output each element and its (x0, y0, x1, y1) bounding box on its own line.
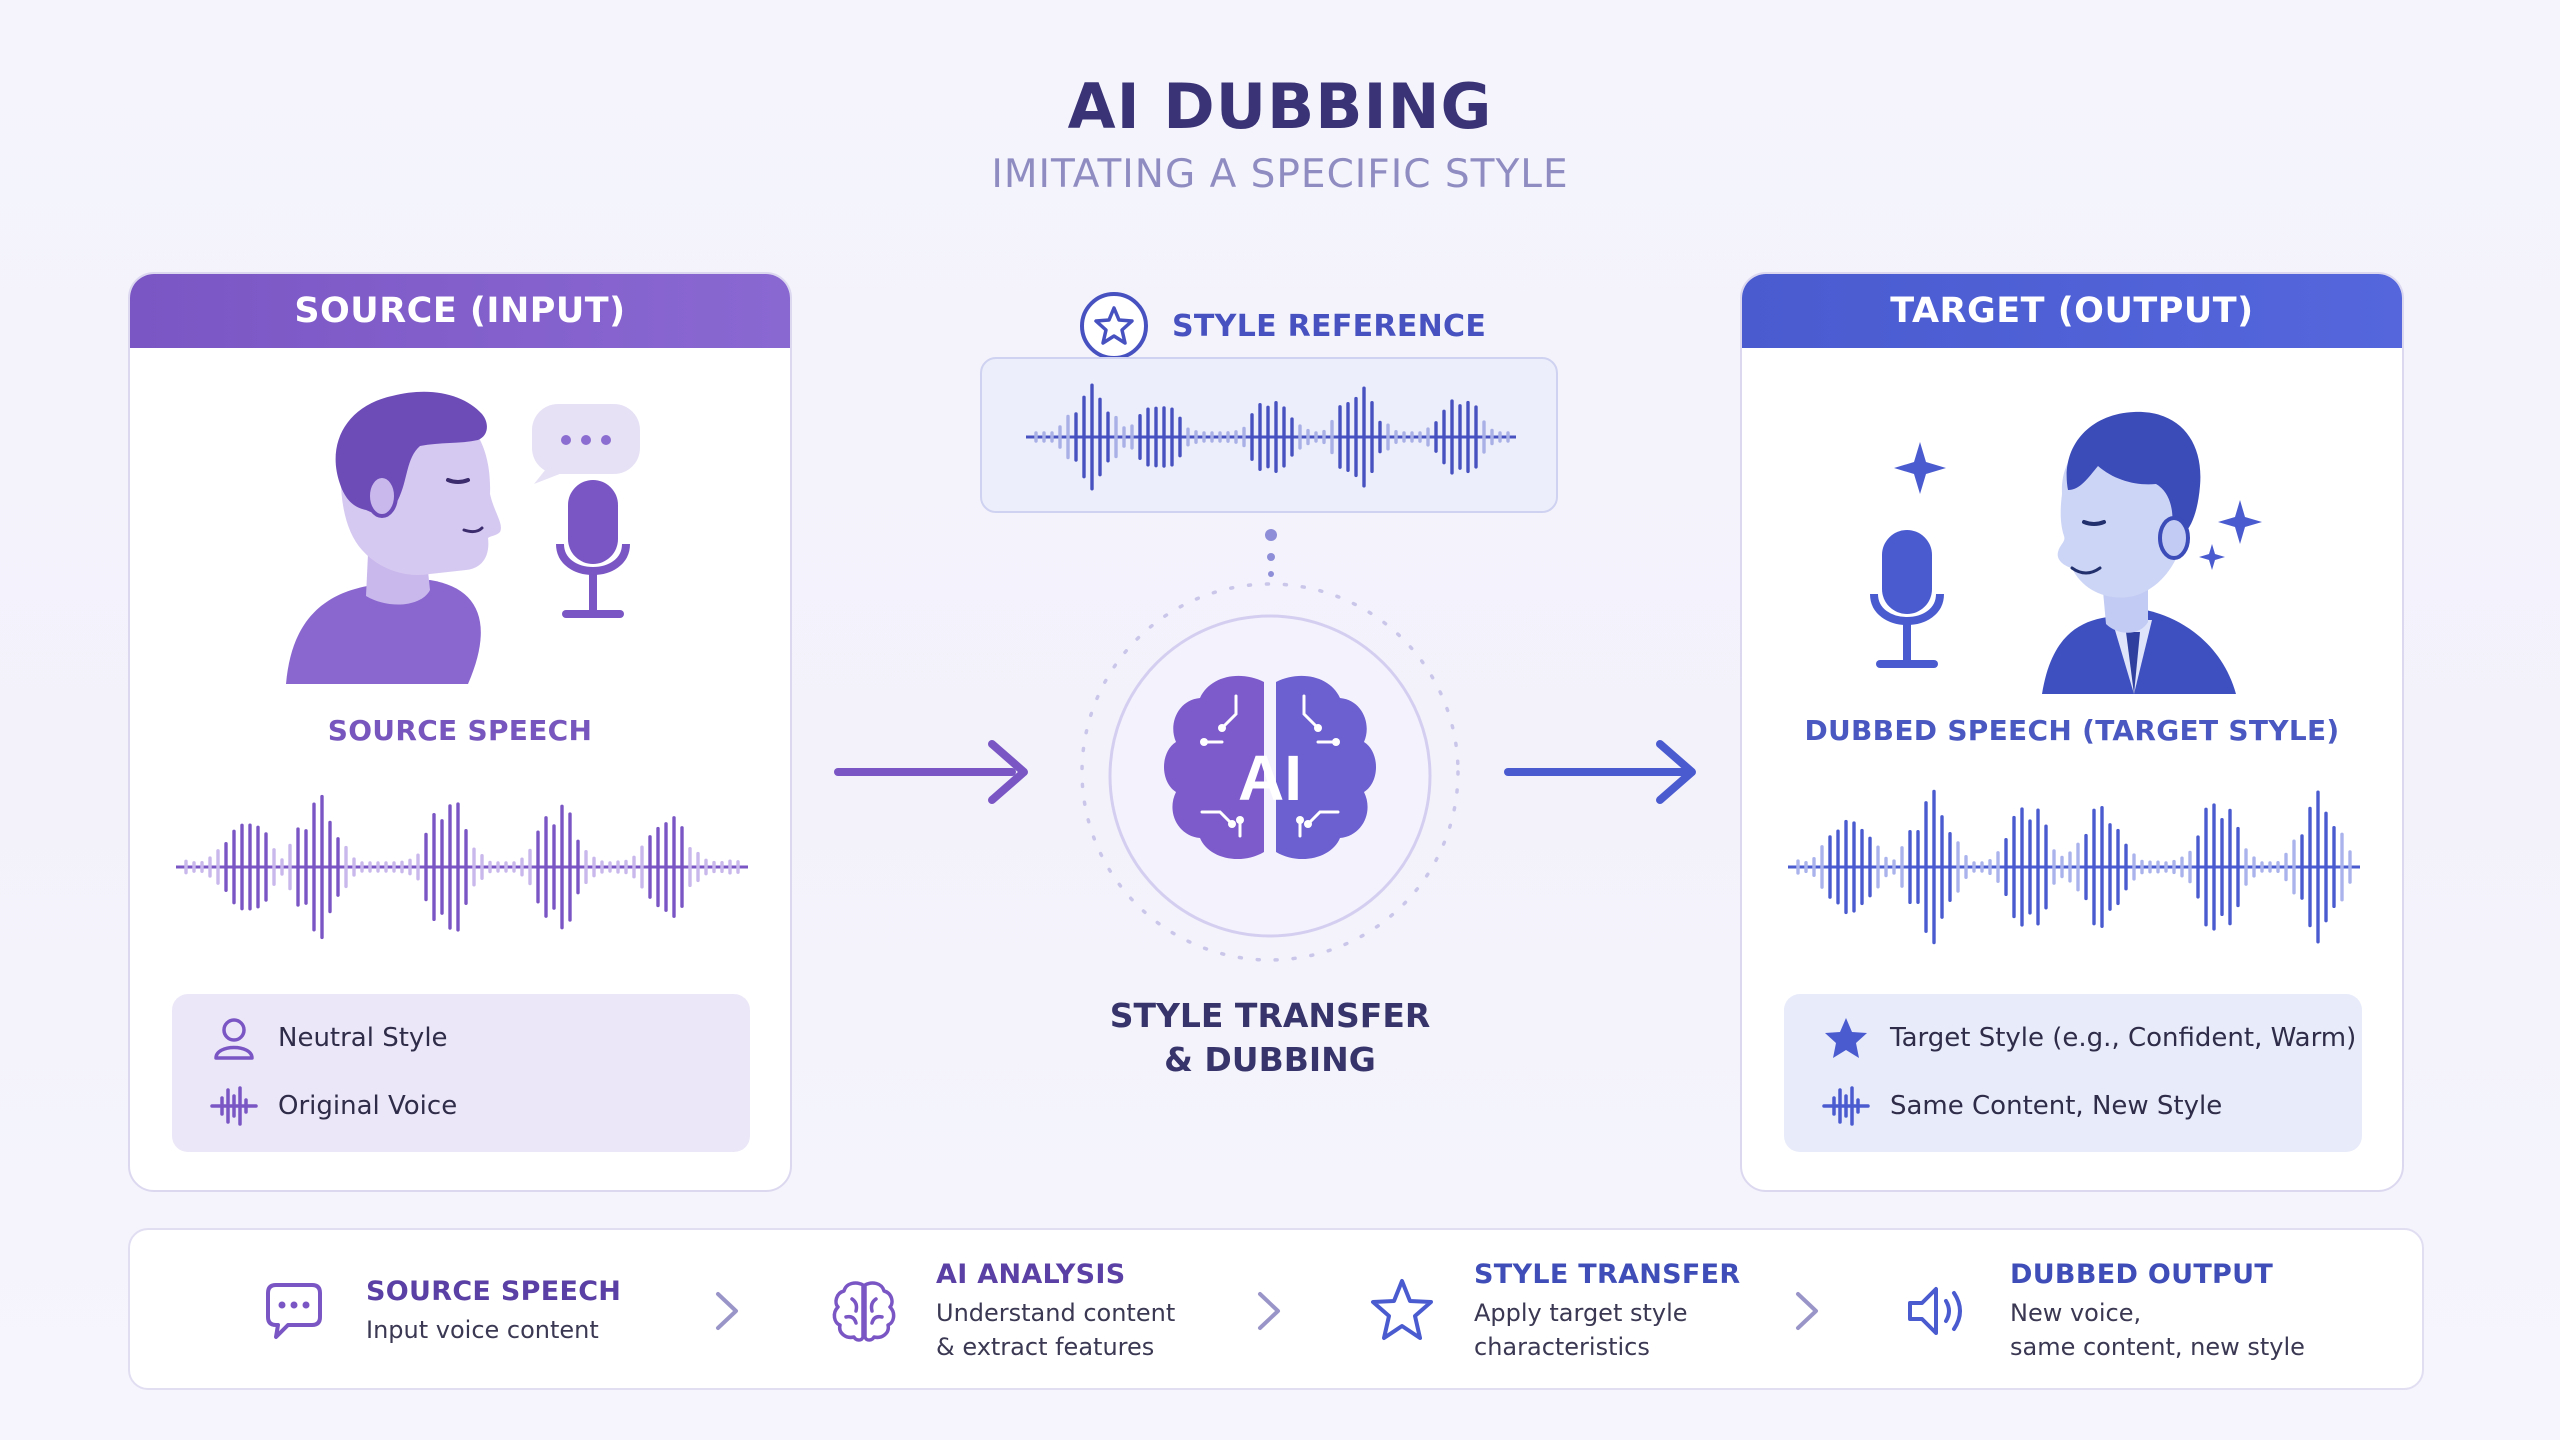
step-title: AI ANALYSIS (936, 1258, 1126, 1290)
process-steps-bar: SOURCE SPEECH Input voice content AI ANA… (128, 1228, 2424, 1390)
waveform-icon (1822, 1086, 1870, 1126)
info-label: Neutral Style (278, 1023, 448, 1053)
style-reference-label: STYLE REFERENCE (1078, 290, 1486, 362)
transfer-line-2: & DUBBING (1164, 1040, 1376, 1079)
style-reference-text: STYLE REFERENCE (1172, 308, 1487, 344)
target-info-box: Target Style (e.g., Confident, Warm) Sam… (1784, 994, 2362, 1152)
source-speaker-illustration (286, 391, 640, 684)
info-row-original-voice: Original Voice (208, 1084, 457, 1128)
info-row-neutral-style: Neutral Style (208, 1016, 448, 1060)
info-row-target-style: Target Style (e.g., Confident, Warm) (1820, 1016, 2356, 1060)
step-source-speech: SOURCE SPEECH Input voice content (258, 1230, 621, 1392)
microphone-icon (1870, 530, 1944, 668)
arrow-right-icon (834, 740, 1028, 804)
style-reference-box (980, 357, 1558, 513)
info-label: Target Style (e.g., Confident, Warm) (1890, 1023, 2357, 1053)
brain-icon (832, 1281, 896, 1342)
person-illustration (286, 391, 501, 684)
step-title: SOURCE SPEECH (366, 1275, 622, 1307)
step-desc-line1: Input voice content (366, 1315, 599, 1344)
target-speaker-illustration (1870, 411, 2262, 694)
person-illustration (2042, 411, 2236, 694)
source-panel: SOURCE (INPUT) (128, 272, 792, 1192)
dubbed-speech-label: DUBBED SPEECH (TARGET STYLE) (1804, 714, 2340, 747)
sparkle-icon (1894, 442, 2262, 570)
style-transfer-label: STYLE TRANSFER & DUBBING (1060, 994, 1480, 1082)
info-row-same-content: Same Content, New Style (1820, 1084, 2222, 1128)
step-desc-line1: Apply target style (1474, 1298, 1688, 1327)
step-style-transfer: STYLE TRANSFER Apply target style charac… (1366, 1230, 1741, 1392)
info-label: Same Content, New Style (1890, 1091, 2223, 1121)
source-info-box: Neutral Style Original Voice (172, 994, 750, 1152)
source-waveform (176, 794, 748, 940)
waveform-icon (210, 1086, 258, 1126)
target-panel: TARGET (OUTPUT) (1740, 272, 2404, 1192)
step-title: STYLE TRANSFER (1474, 1258, 1741, 1290)
speaker-icon (1908, 1287, 1962, 1335)
star-badge-icon (1080, 292, 1148, 360)
star-icon (1371, 1279, 1433, 1340)
star-icon (1825, 1018, 1867, 1058)
step-dubbed-output: DUBBED OUTPUT New voice, same content, n… (1902, 1230, 2305, 1392)
chevron-right-icon (1796, 1292, 1818, 1330)
page-subtitle: IMITATING A SPECIFIC STYLE (991, 152, 1569, 197)
source-speech-label: SOURCE SPEECH (327, 714, 593, 747)
microphone-icon (556, 480, 630, 618)
chevron-right-icon (716, 1292, 738, 1330)
ai-brain-text: AI (1238, 742, 1302, 814)
step-ai-analysis: AI ANALYSIS Understand content & extract… (828, 1230, 1175, 1392)
person-icon (214, 1018, 254, 1060)
arrow-right-icon (1504, 740, 1696, 804)
step-desc-line1: Understand content (936, 1298, 1176, 1327)
page-title: AI DUBBING (1067, 70, 1493, 143)
step-title: DUBBED OUTPUT (2010, 1258, 2274, 1290)
step-desc-line1: New voice, (2010, 1298, 2142, 1327)
step-desc-line2: & extract features (936, 1332, 1155, 1361)
dubbed-waveform (1788, 789, 2360, 945)
source-panel-header: SOURCE (INPUT) (130, 274, 790, 348)
ai-brain-icon: AI (1164, 675, 1376, 860)
info-label: Original Voice (278, 1091, 458, 1121)
transfer-line-1: STYLE TRANSFER (1109, 996, 1431, 1035)
step-desc-line2: same content, new style (2010, 1332, 2305, 1361)
target-panel-header: TARGET (OUTPUT) (1742, 274, 2402, 348)
speech-bubble-icon (266, 1283, 322, 1339)
step-desc-line2: characteristics (1474, 1332, 1650, 1361)
chevron-right-icon (1258, 1292, 1280, 1330)
speech-bubble-icon (532, 404, 640, 484)
style-reference-waveform (1026, 383, 1516, 491)
